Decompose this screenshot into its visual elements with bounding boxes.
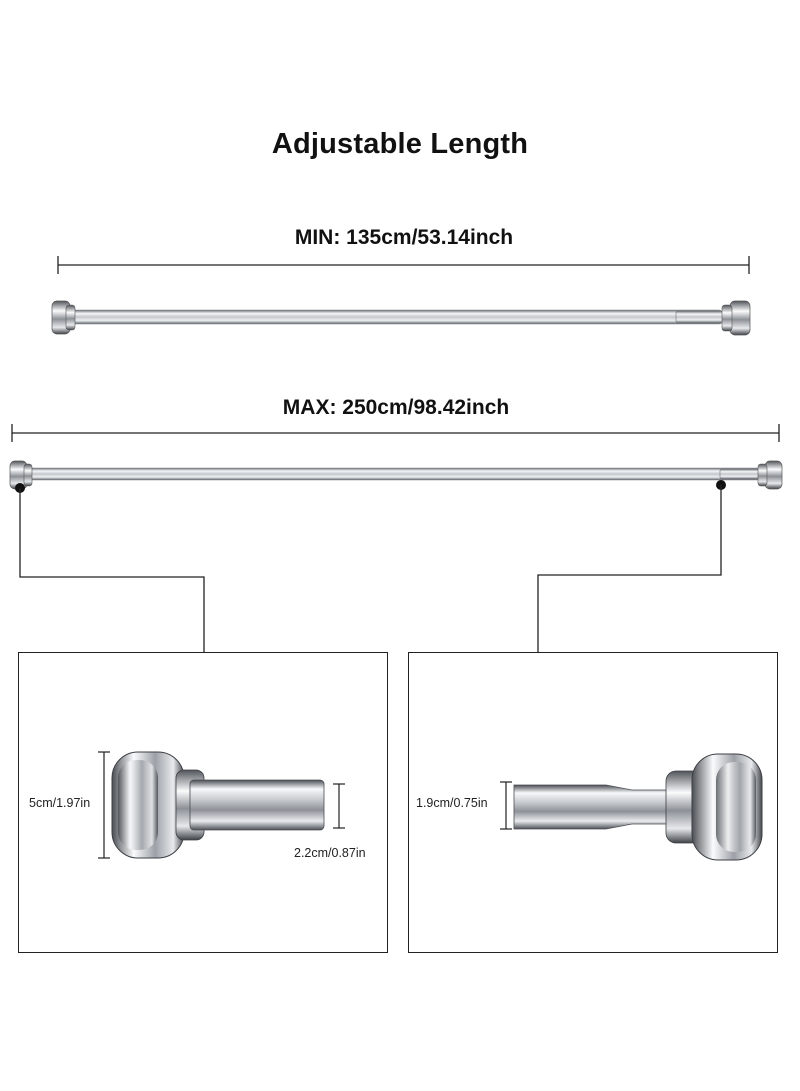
left-detail-illustration bbox=[98, 751, 345, 859]
left-leader-line bbox=[19, 488, 205, 652]
right-leader-line bbox=[537, 485, 722, 652]
right-detail-illustration bbox=[500, 753, 763, 861]
min-rod bbox=[51, 300, 751, 336]
flange-dimension-label: 5cm/1.97in bbox=[29, 796, 91, 810]
min-length-label: MIN: 135cm/53.14inch bbox=[294, 226, 514, 249]
right-tube-dimension-label: 1.9cm/0.75in bbox=[416, 796, 488, 810]
max-length-label: MAX: 250cm/98.42inch bbox=[282, 396, 510, 419]
max-dimension-line bbox=[11, 424, 780, 442]
min-dimension-line bbox=[57, 256, 750, 274]
max-rod bbox=[9, 460, 783, 490]
page-title: Adjustable Length bbox=[271, 128, 529, 160]
left-tube-dimension-label: 2.2cm/0.87in bbox=[294, 846, 366, 860]
